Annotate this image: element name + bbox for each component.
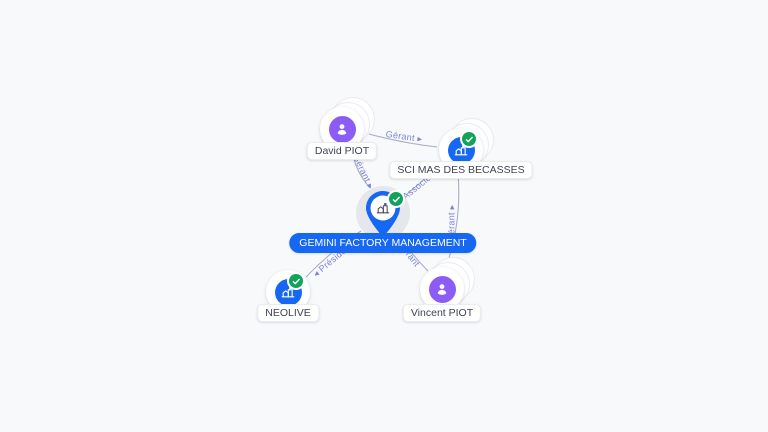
person-icon (428, 275, 456, 303)
person-icon (328, 115, 356, 143)
company-icon (376, 202, 390, 214)
node-label-sci-mas-des-becasses[interactable]: SCI MAS DES BECASSES (389, 161, 533, 179)
node-label-david-piot[interactable]: David PIOT (306, 142, 378, 160)
node-label-neolive[interactable]: NEOLIVE (257, 304, 319, 322)
verified-badge-icon (289, 274, 303, 288)
node-vincent-piot[interactable] (420, 257, 475, 311)
node-label-vincent-piot[interactable]: Vincent PIOT (402, 304, 482, 322)
edge-david-piot--sci-mas-des-becasses (364, 132, 438, 148)
verified-badge-icon (389, 192, 403, 206)
verified-badge-icon (462, 132, 476, 146)
node-card[interactable] (420, 267, 464, 311)
node-label-gemini-factory-management[interactable]: GEMINI FACTORY MANAGEMENT (289, 233, 477, 253)
